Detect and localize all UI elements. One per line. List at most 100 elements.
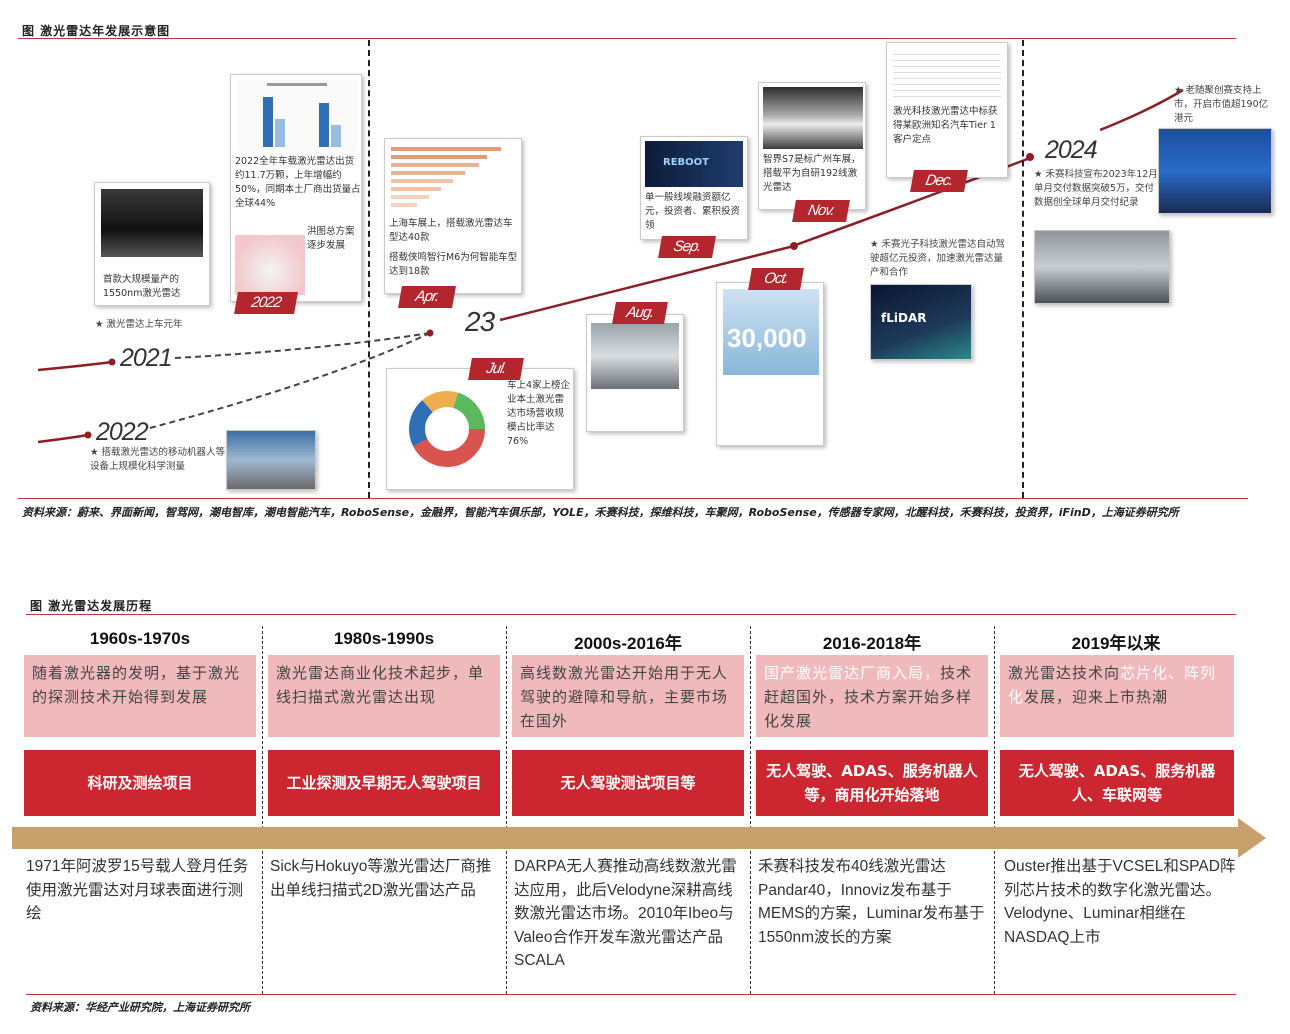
fig1-divider-right — [1022, 40, 1024, 498]
era-4-desc: 国产激光雷达厂商入局，技术赶超国外，技术方案开始多样化发展 — [756, 655, 988, 737]
era-5-desc-a: 激光雷达技术向 — [1008, 664, 1121, 682]
timeline-curve-2024 — [1099, 88, 1184, 132]
era-5-desc: 激光雷达技术向芯片化、阵列化发展，迎来上市热潮 — [1000, 655, 1234, 737]
timeline-dash-2021 — [174, 332, 431, 359]
card-2022-robot-image — [226, 430, 316, 490]
era-1-application: 科研及测绘项目 — [24, 750, 256, 816]
era-divider-1 — [262, 626, 263, 994]
card-august-image — [591, 323, 679, 389]
timeline-dot-dec — [1026, 153, 1034, 161]
card-2022-text: 2022全年车载激光雷达出货约11.7万颗，上年增幅约50%，同期本土厂商出货量… — [235, 156, 361, 209]
era-5-period: 2019年以来 — [1071, 634, 1161, 653]
year-label-23: 23 — [465, 306, 495, 337]
era-1-desc: 随着激光器的发明，基于激光的探测技术开始得到发展 — [24, 655, 256, 737]
card-november-text: 智界S7是标广州车展，搭载平为自研192线激光雷达 — [763, 154, 861, 193]
card-december-text: 激光科技激光雷达中标获得某欧洲知名汽车Tier 1客户定点 — [893, 106, 998, 145]
card-october-bignum: 30,000 — [727, 323, 807, 353]
history-arrow — [12, 818, 1266, 858]
card-august — [586, 314, 684, 432]
era-3-period: 2000s-2016年 — [574, 634, 682, 653]
timeline-dot-oct — [790, 242, 798, 250]
fig2-bottom-rule — [26, 994, 1236, 995]
tag-april: Apr. — [398, 286, 456, 308]
card-july-donut-chart — [409, 391, 485, 467]
card-2022-bar-chart — [237, 79, 357, 151]
card-november: 智界S7是标广州车展，搭载平为自研192线激光雷达 — [758, 82, 866, 210]
card-september-text: 单一般线埃融资额亿元，投资者、累积投资领 — [645, 192, 741, 231]
card-2024-car-image — [1034, 230, 1170, 304]
card-2022: 2022全年车载激光雷达出货约11.7万颗，上年增幅约50%，同期本土厂商出货量… — [230, 74, 362, 302]
card-1550nm-text: 首款大规模量产的1550nm激光雷达 — [103, 274, 181, 299]
card-1550nm-image — [101, 189, 203, 257]
card-july-text: 车上4家上榜企业本土激光雷达市场营收规模占比率达76% — [507, 380, 571, 447]
year-label-2021: 2021 — [120, 344, 173, 372]
timeline-curve-2022 — [37, 433, 89, 444]
tag-august: Aug. — [612, 302, 668, 324]
card-september-image: REBOOT — [645, 141, 743, 187]
card-april-text-a: 上海车展上，搭载激光雷达车型达40款 — [389, 218, 513, 243]
fig2-top-rule — [26, 614, 1236, 615]
era-2-desc: 激光雷达商业化技术起步，单线扫描式激光雷达出现 — [268, 655, 500, 737]
era-3-detail: DARPA无人赛推动高线数激光雷达应用，此后Velodyne深耕高线数激光雷达市… — [514, 858, 737, 969]
card-2022-subtext: 洪图总方案逐步发展 — [307, 226, 355, 251]
tag-september: Sep. — [658, 236, 716, 258]
era-5-detail: Ouster推出基于VCSEL和SPAD阵列芯片技术的数字化激光雷达。Velod… — [1004, 858, 1236, 946]
era-5-desc-b: 发展，迎来上市热潮 — [1024, 688, 1169, 706]
era-divider-4 — [994, 626, 995, 994]
card-october-image: 30,000 — [723, 289, 819, 375]
year-label-2024: 2024 — [1045, 136, 1098, 164]
tag-july: Jul. — [468, 358, 524, 380]
note-2022: ★ 搭载激光雷达的移动机器人等设备上规模化科学测量 — [90, 447, 226, 472]
card-december: 激光科技激光雷达中标获得某欧洲知名汽车Tier 1客户定点 — [886, 42, 1008, 178]
card-april-text-b: 搭载侠鸣智行M6为何智能车型达到18款 — [389, 252, 518, 277]
card-december-slide: fLiDAR — [870, 284, 972, 360]
fig1-top-rule — [18, 38, 1236, 39]
timeline-dot-2021 — [108, 358, 116, 366]
fig1-bottom-rule — [18, 498, 1248, 499]
era-4-detail: 禾赛科技发布40线激光雷达Pandar40，Innoviz发布基于MEMS的方案… — [758, 858, 985, 946]
era-divider-2 — [506, 626, 507, 994]
fig1-source: 资料来源：蔚来、界面新闻，智驾网，潮电智库，潮电智能汽车，RoboSense，金… — [22, 506, 1179, 519]
card-september-banner: REBOOT — [663, 157, 709, 168]
fig2-source: 资料来源：华经产业研究院，上海证券研究所 — [30, 1001, 250, 1014]
card-october: 30,000 — [716, 282, 824, 446]
era-5-desc-highlight: 芯片化、阵列化 — [1008, 664, 1217, 706]
tag-november: Nov. — [792, 200, 850, 222]
era-4-application: 无人驾驶、ADAS、服务机器人等，商用化开始落地 — [756, 750, 988, 816]
timeline-curve-2021 — [37, 360, 113, 372]
card-2022-car-image — [235, 235, 305, 295]
card-april: 上海车展上，搭载激光雷达车型达40款 搭载侠鸣智行M6为何智能车型达到18款 — [384, 138, 522, 294]
card-december-slide-label: fLiDAR — [881, 311, 927, 325]
tag-december: Dec. — [910, 170, 968, 192]
timeline-dot-2022 — [84, 431, 92, 439]
card-december-doc-image — [893, 49, 1001, 99]
year-label-2022: 2022 — [96, 418, 149, 446]
card-november-car-image — [763, 87, 863, 149]
note-2024-delivery: ★ 禾赛科技宣布2023年12月单月交付数据突破5万，交付数据创全球单月交付纪录 — [1034, 169, 1158, 208]
era-2-detail: Sick与Hokuyo等激光雷达厂商推出单线扫描式2D激光雷达产品 — [270, 858, 492, 899]
era-3-desc: 高线数激光雷达开始用于无人驾驶的避障和导航，主要市场在国外 — [512, 655, 744, 737]
note-2024: ★ 老随聚创赛支持上市，开启市值超190亿港元 — [1174, 85, 1269, 124]
card-1550nm-lidar: 首款大规模量产的1550nm激光雷达 — [94, 182, 210, 306]
card-2024-ceremony-image — [1158, 128, 1272, 214]
card-september: REBOOT 单一般线埃融资额亿元，投资者、累积投资领 — [640, 136, 748, 240]
era-5-application: 无人驾驶、ADAS、服务机器人、车联网等 — [1000, 750, 1234, 816]
timeline-dot-junction — [426, 329, 434, 337]
note-december: ★ 禾赛光子科技激光雷达自动驾驶超亿元投资，加速激光雷达量产和合作 — [870, 239, 1006, 278]
fig1-divider-left — [368, 40, 370, 498]
era-1-detail: 1971年阿波罗15号载人登月任务使用激光雷达对月球表面进行测绘 — [26, 858, 249, 922]
tag-october: Oct. — [748, 268, 804, 290]
card-april-bar-chart — [391, 147, 501, 207]
era-2-period: 1980s-1990s — [333, 629, 435, 648]
era-4-desc-rest: 技术赶超国外，技术方案开始多样化发展 — [764, 664, 973, 730]
fig2-title: 图 激光雷达发展历程 — [30, 599, 153, 613]
note-2021: ★ 激光雷达上车元年 — [95, 319, 183, 330]
fig1-title: 图 激光雷达年发展示意图 — [22, 24, 171, 38]
era-4-period: 2016-2018年 — [822, 634, 922, 653]
tag-2022: 2022 — [234, 292, 298, 314]
era-2-application: 工业探测及早期无人驾驶项目 — [268, 750, 500, 816]
era-1-period: 1960s-1970s — [89, 629, 191, 648]
era-3-application: 无人驾驶测试项目等 — [512, 750, 744, 816]
era-divider-3 — [750, 626, 751, 994]
card-july: 车上4家上榜企业本土激光雷达市场营收规模占比率达76% — [386, 368, 574, 490]
